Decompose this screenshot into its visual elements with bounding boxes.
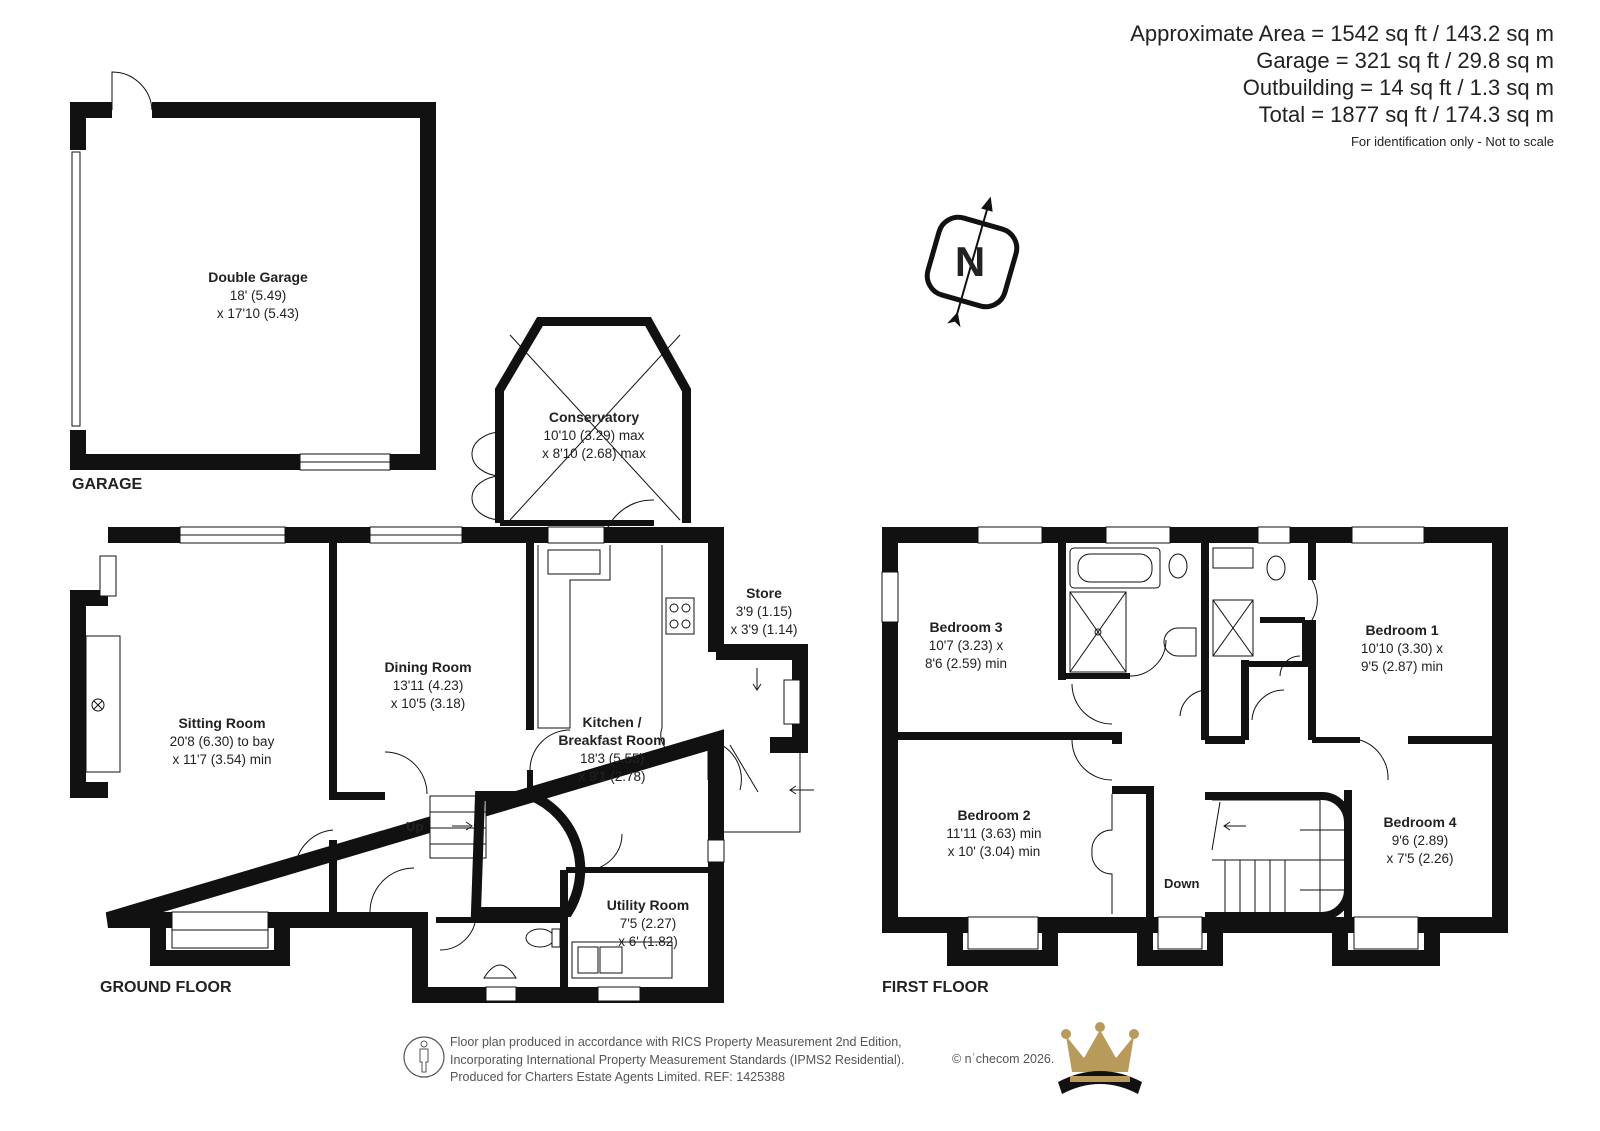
conservatory-dim1: 10'10 (3.29) max xyxy=(544,428,645,443)
double-garage-dim1: 18' (5.49) xyxy=(230,288,287,303)
utility-room-label: Utility Room xyxy=(607,897,689,913)
stairs-down-label: Down xyxy=(1164,876,1199,891)
compass-letter: N xyxy=(955,238,985,285)
footer-line2: Incorporating International Property Mea… xyxy=(450,1052,905,1067)
ground-floor-title: GROUND FLOOR xyxy=(100,979,232,996)
dining-room-label: Dining Room xyxy=(384,659,471,675)
garage-floor-title: GARAGE xyxy=(72,476,143,493)
bedroom4-label: Bedroom 4 xyxy=(1383,814,1456,830)
total-area: Total = 1877 sq ft / 174.3 sq m xyxy=(1258,102,1554,127)
footer-line3: Produced for Charters Estate Agents Limi… xyxy=(450,1070,785,1084)
kitchen-dim2: x 9'1 (2.78) xyxy=(578,769,645,784)
kitchen-label-line1: Kitchen / xyxy=(582,714,641,730)
bedroom3-dim2: 8'6 (2.59) min xyxy=(925,656,1007,671)
dining-room-dim2: x 10'5 (3.18) xyxy=(391,696,466,711)
disclaimer: For identification only - Not to scale xyxy=(1350,134,1554,149)
footer-note: Floor plan produced in accordance with R… xyxy=(450,1034,904,1087)
garage-plan: Double Garage 18' (5.49) x 17'10 (5.43) xyxy=(68,71,436,471)
bedroom4-dim2: x 7'5 (2.26) xyxy=(1386,851,1453,866)
approximate-area: Approximate Area = 1542 sq ft / 143.2 sq… xyxy=(1130,21,1554,46)
bedroom2-label: Bedroom 2 xyxy=(957,807,1030,823)
store-dim2: x 3'9 (1.14) xyxy=(730,622,797,637)
ground-floor-plan: Up xyxy=(70,317,814,1003)
kitchen-label-line2: Breakfast Room xyxy=(558,732,665,748)
conservatory-dim2: x 8'10 (2.68) max xyxy=(542,446,646,461)
copyright: © nʿchecom 2026. xyxy=(952,1052,1055,1066)
conservatory-label: Conservatory xyxy=(549,409,639,425)
bedroom1-dim1: 10'10 (3.30) x xyxy=(1361,641,1443,656)
person-scale-icon xyxy=(403,1036,445,1078)
kitchen-dim1: 18'3 (5.55) xyxy=(580,751,644,766)
area-summary: Approximate Area = 1542 sq ft / 143.2 sq… xyxy=(1130,20,1554,149)
bedroom2-dim2: x 10' (3.04) min xyxy=(948,844,1041,859)
sitting-room-label: Sitting Room xyxy=(178,715,265,731)
double-garage-label: Double Garage xyxy=(208,269,308,285)
garage-area: Garage = 321 sq ft / 29.8 sq m xyxy=(1256,48,1554,73)
first-floor-plan: Down Bedroom 3 10'7 (3.23) x 8'6 (2.59) … xyxy=(881,526,1508,966)
sitting-room-dim1: 20'8 (6.30) to bay xyxy=(170,734,275,749)
double-garage-dim2: x 17'10 (5.43) xyxy=(217,306,299,321)
north-compass-icon xyxy=(924,196,1020,328)
bedroom3-label: Bedroom 3 xyxy=(929,619,1002,635)
bedroom4-dim1: 9'6 (2.89) xyxy=(1392,833,1449,848)
outbuilding-area: Outbuilding = 14 sq ft / 1.3 sq m xyxy=(1242,75,1554,100)
utility-room-dim2: x 6' (1.82) xyxy=(618,934,678,949)
stairs-up-label: Up xyxy=(406,819,423,834)
bedroom1-dim2: 9'5 (2.87) min xyxy=(1361,659,1443,674)
store-label: Store xyxy=(746,585,782,601)
utility-room-dim1: 7'5 (2.27) xyxy=(620,916,677,931)
bedroom2-dim1: 11'11 (3.63) min xyxy=(946,826,1041,841)
footer-line1: Floor plan produced in accordance with R… xyxy=(450,1035,902,1049)
store-dim1: 3'9 (1.15) xyxy=(736,604,793,619)
bedroom3-dim1: 10'7 (3.23) x xyxy=(929,638,1004,653)
crown-logo-icon xyxy=(1058,1022,1142,1094)
first-floor-title: FIRST FLOOR xyxy=(882,979,989,996)
bedroom1-label: Bedroom 1 xyxy=(1365,622,1438,638)
dining-room-dim1: 13'11 (4.23) xyxy=(393,678,464,693)
sitting-room-dim2: x 11'7 (3.54) min xyxy=(172,752,271,767)
